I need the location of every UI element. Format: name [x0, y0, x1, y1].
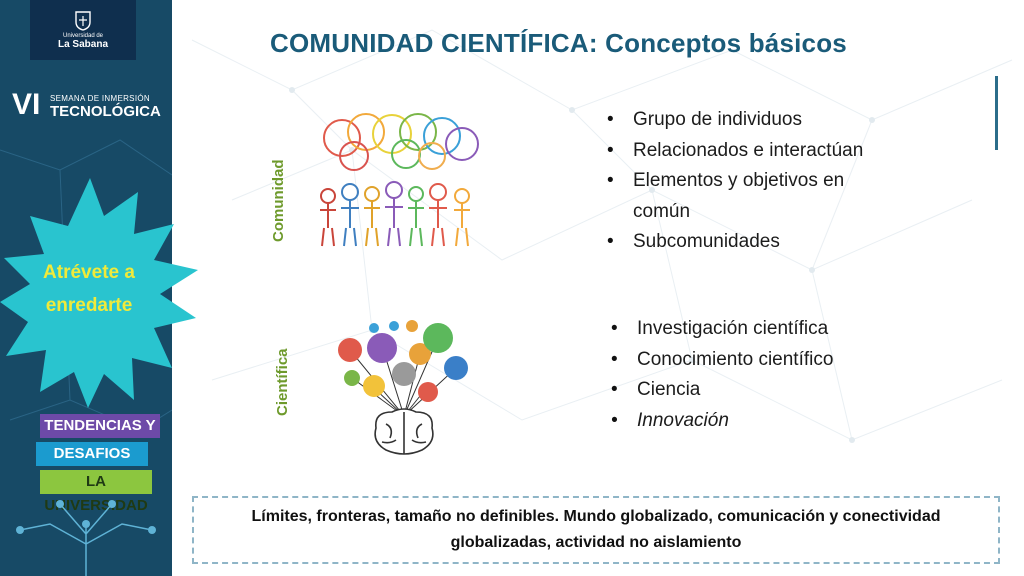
logo-line-1: Universidad de: [62, 32, 104, 39]
bullet-item: Investigación científica: [611, 314, 911, 345]
section-label-comunidad: Comunidad: [270, 159, 287, 243]
event-line-1: SEMANA DE INMERSIÓN: [50, 94, 150, 103]
summary-note: Límites, fronteras, tamaño no definibles…: [192, 496, 1000, 564]
bullet-item: Grupo de individuos: [607, 105, 907, 136]
bullet-item: Ciencia: [611, 375, 911, 406]
bullet-item: Subcomunidades: [607, 227, 907, 258]
cientifica-bullets: Investigación científica Conocimiento ci…: [611, 314, 911, 436]
bullet-item: Conocimiento científico: [611, 345, 911, 376]
crest-icon: [75, 10, 91, 31]
starburst-badge: [0, 178, 198, 408]
banner-tendencias: TENDENCIAS Y: [40, 414, 160, 438]
circuit-tree-icon: [16, 500, 156, 576]
bullet-item-continuation: común: [633, 200, 691, 222]
event-logo: VI SEMANA DE INMERSIÓN TECNOLÓGICA: [12, 88, 162, 124]
accent-rule: [995, 76, 998, 150]
people-speech-bubbles-illustration: [320, 113, 479, 247]
burst-text: Atrévete a enredarte: [43, 262, 135, 316]
logo-line-2: La Sabana: [57, 38, 109, 50]
banner-desafios: DESAFIOS PARA: [36, 442, 148, 486]
bullet-item: Relacionados e interactúan: [607, 136, 907, 167]
summary-note-text: Límites, fronteras, tamaño no definibles…: [251, 508, 941, 551]
bullet-item: Innovación: [611, 406, 911, 437]
background-network: [191, 29, 1013, 443]
page-title: COMUNIDAD CIENTÍFICA: Conceptos básicos: [270, 28, 847, 58]
event-line-2: TECNOLÓGICA: [50, 103, 161, 120]
bullet-item: Elementos y objetivos en: [607, 166, 907, 197]
comunidad-bullets: Grupo de individuos Relacionados e inter…: [607, 105, 907, 258]
banner-universidad: LA UNIVERSIDAD: [40, 470, 152, 514]
section-label-cientifica: Científica: [274, 348, 291, 416]
event-numeral: VI: [12, 88, 41, 121]
university-logo: Universidad de La Sabana: [30, 0, 136, 60]
brain-ideas-illustration: [338, 320, 468, 455]
